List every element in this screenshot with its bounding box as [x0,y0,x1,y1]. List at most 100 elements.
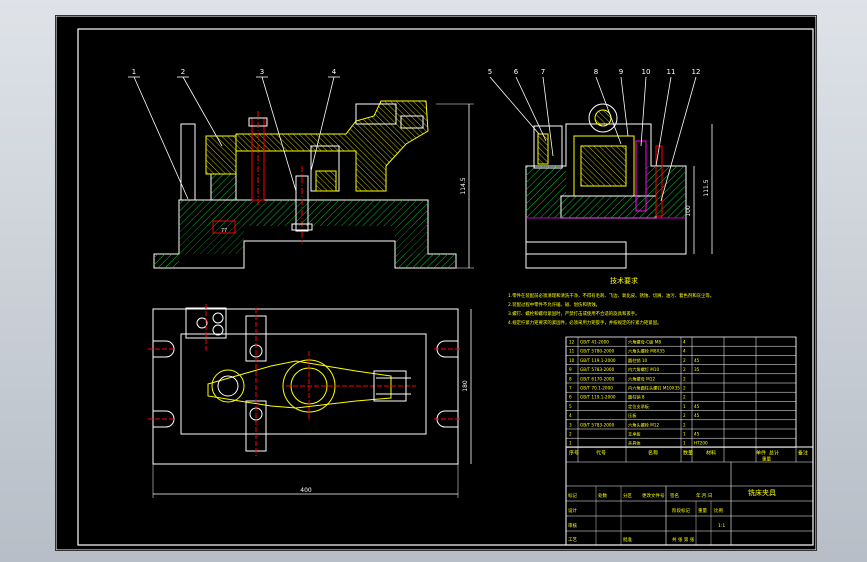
count-label: 处数 [598,492,607,499]
mark-label: 标记 [568,492,577,499]
bom-header-3: 数量 [683,449,693,456]
zone-label: 分区 [623,492,632,499]
bom-cell-8-3: 2 [683,413,686,418]
bom-cell-0-1: GB/T 41-2000 [580,340,609,345]
signature-label: 签名 [670,492,679,499]
bom-cell-4-2: 六角螺母 M12 [628,375,655,382]
bom-header-4: 材料 [706,449,716,456]
change-no-label: 更改文件号 [642,492,665,499]
sheet-label: 共 张 第 张 [672,536,695,543]
bom-cell-2-0: 10 [569,358,575,363]
bom-cell-2-4: 45 [694,358,700,363]
bom-cell-9-2: 六角头螺栓 M12 [628,421,660,428]
bom-cell-0-2: 六角螺母-C级 M8 [628,339,661,346]
assembly-drawing: 77 114.5 1 2 3 4 10 [56,16,816,550]
note-2: 2.装配过程中零件不允许磕、碰、划伤和锈蚀。 [508,301,600,308]
bom-cell-8-2: 压板 [628,412,637,419]
bom-cell-11-0: 1 [569,441,572,446]
part-number-1: 1 [132,68,136,76]
bom-cell-5-0: 7 [569,386,572,391]
plan-width-dim: 400 [300,487,312,494]
front-leaders [128,76,340,200]
date-label: 年.月.日 [696,492,712,499]
cad-viewport[interactable]: 77 114.5 1 2 3 4 10 [55,15,817,551]
bom-cell-8-0: 4 [569,413,572,418]
part-number-3: 3 [260,68,264,76]
bom-cell-6-0: 6 [569,395,572,400]
bom-header-1: 代号 [596,449,606,456]
bom-cell-4-0: 8 [569,376,572,381]
bom-cell-11-4: HT200 [694,441,708,446]
part-number-4: 4 [332,68,337,76]
note-4: 4.规定拧紧力矩要求的紧固件，必须采用力矩扳手，并按规定的拧紧力矩紧固。 [508,319,661,326]
bom-cell-10-4: 45 [694,432,700,437]
bom-cell-7-0: 5 [569,404,572,409]
bom-cell-1-3: 4 [683,349,686,354]
bom-cell-5-2: 内六角圆柱头螺钉 M10X35 [628,385,680,392]
part-number-12: 12 [692,68,701,76]
role-design: 设计 [568,507,577,514]
bom-cell-3-2: 内六角螺钉 M10 [628,366,660,373]
bom-cell-6-1: GB/T 119.1-2000 [580,395,616,400]
part-number-11: 11 [667,68,676,76]
drawing-name: 铣床夹具 [748,488,776,497]
role-review: 审核 [568,522,577,529]
outer-border [56,16,816,550]
technical-notes: 技术要求 1.零件在装配前必须清理和清洗干净，不得有毛刺、飞边、氧化皮、锈蚀、切… [508,276,714,326]
bom-header-6: 总计 [769,449,779,456]
role-approve: 批准 [623,536,632,543]
bom-cell-7-2: 定位支承板 [628,403,650,410]
bom-cell-3-4: 35 [694,367,700,372]
bom-cell-9-1: GB/T 5783-2000 [580,422,615,427]
part-number-5: 5 [488,68,492,76]
side-view: 100 111.5 [525,103,713,269]
bom-cell-6-3: 2 [683,395,686,400]
weight-label: 重量 [698,507,707,514]
bom-cell-9-3: 2 [683,422,686,427]
part-number-10: 10 [642,68,651,76]
bom-cell-1-0: 11 [569,349,575,354]
bom-cell-1-1: GB/T 5780-2000 [580,349,615,354]
note-3: 3.螺钉、螺栓和螺母紧固时，严禁打击或使用不合适的旋具和扳手。 [508,310,640,317]
bom-header-2: 名称 [648,449,658,456]
stage-label: 阶段标记 [672,507,690,514]
bom-header-5: 单件 [756,449,766,456]
plan-height-dim: 180 [462,380,469,392]
bom-cell-3-0: 9 [569,367,572,372]
bom-cell-3-1: GB/T 5783-2000 [580,367,615,372]
bom-cell-7-3: 1 [683,404,686,409]
part-number-2: 2 [181,68,185,76]
bom-cell-11-3: 1 [683,441,686,446]
bom-cell-2-1: GB/T 119.1-2000 [580,358,616,363]
bom-cell-2-3: 2 [683,358,686,363]
part-number-9: 9 [619,68,623,76]
note-1: 1.零件在装配前必须清理和清洗干净，不得有毛刺、飞边、氧化皮、锈蚀、切屑、油污、… [508,292,714,299]
side-leaders [489,76,697,202]
ratio-label: 比例 [714,507,723,514]
bom-cell-0-3: 4 [683,340,686,345]
side-height-dim-2: 111.5 [703,179,710,196]
bom-cell-7-4: 45 [694,404,700,409]
plan-view: 400 180 [148,304,472,498]
bom-cell-2-2: 圆柱销 10 [628,357,648,364]
bom-cell-0-0: 12 [569,340,575,345]
front-small-dim: 77 [221,228,227,234]
part-number-8: 8 [594,68,598,76]
inner-border [77,28,814,546]
bom-cell-4-1: GB/T 6170-2000 [580,376,615,381]
bom-weight-header: 重量 [762,455,771,462]
bom-header-7: 备注 [798,449,808,456]
bom-cell-10-2: 支承板 [628,431,641,438]
role-process: 工艺 [568,537,577,543]
bom-cell-5-3: 2 [683,386,686,391]
bom-cell-8-4: 45 [694,413,700,418]
bom-cell-10-3: 1 [683,432,686,437]
bom-cell-3-3: 2 [683,367,686,372]
part-number-7: 7 [541,68,545,76]
front-view: 77 114.5 [153,100,474,269]
bom-cell-11-2: 夹具体 [628,440,641,447]
bom-cell-4-3: 2 [683,376,686,381]
bom-cell-6-2: 圆柱销 8 [628,394,645,401]
notes-title: 技术要求 [610,276,638,285]
bom-cell-5-1: GB/T 70.1-2000 [580,386,613,391]
